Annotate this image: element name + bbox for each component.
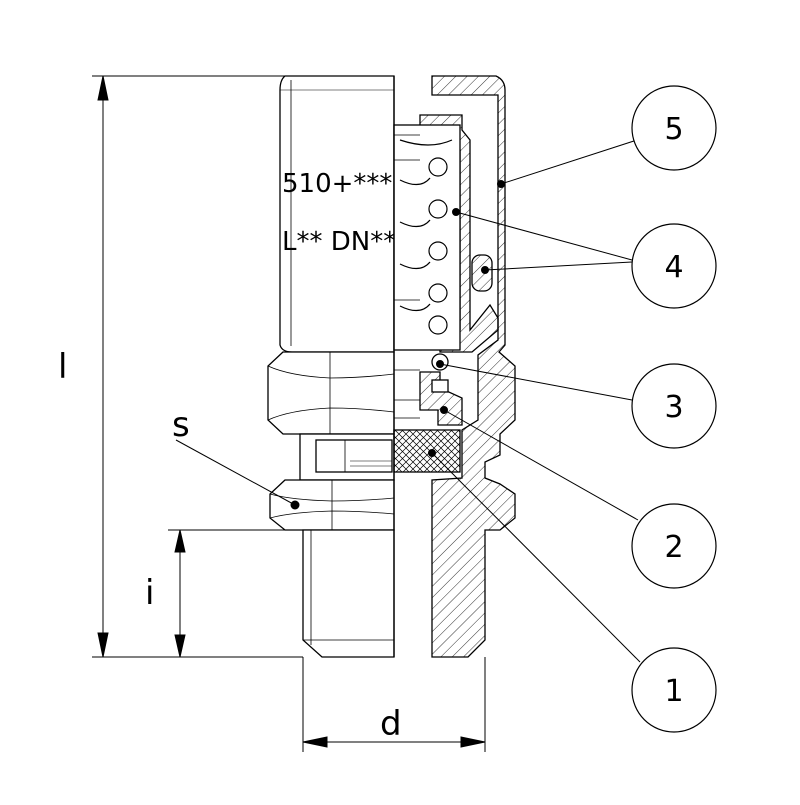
callout-3: 3 [631, 363, 717, 449]
body-section [431, 75, 516, 658]
insert [393, 429, 461, 473]
marking-line-2: L** DN*** [282, 227, 409, 257]
dimension-lines [92, 75, 486, 752]
spring [394, 134, 453, 335]
callout-1-number: 1 [664, 674, 683, 709]
callout-4-number: 4 [664, 250, 683, 285]
thread-length-label: i [145, 573, 154, 613]
length-label: l [58, 347, 67, 387]
external-view [267, 75, 395, 658]
wrench-size-label: s [172, 405, 190, 445]
callout-5: 5 [631, 85, 717, 171]
upper-hex-nut [267, 351, 395, 435]
section-view [393, 75, 516, 658]
callout-5-number: 5 [664, 112, 683, 147]
cap-body [279, 75, 395, 353]
callout-4: 4 [631, 223, 717, 309]
callout-1: 1 [631, 647, 717, 733]
threaded-spigot [302, 529, 395, 658]
seal-ring [471, 254, 493, 292]
callout-3-number: 3 [664, 390, 683, 425]
callout-2-number: 2 [664, 530, 683, 565]
dimension-labels: l s i d [58, 347, 402, 744]
callout-2: 2 [631, 503, 717, 589]
diameter-label: d [380, 704, 402, 744]
valve-seat [419, 371, 463, 426]
callout-leaders [428, 139, 641, 663]
